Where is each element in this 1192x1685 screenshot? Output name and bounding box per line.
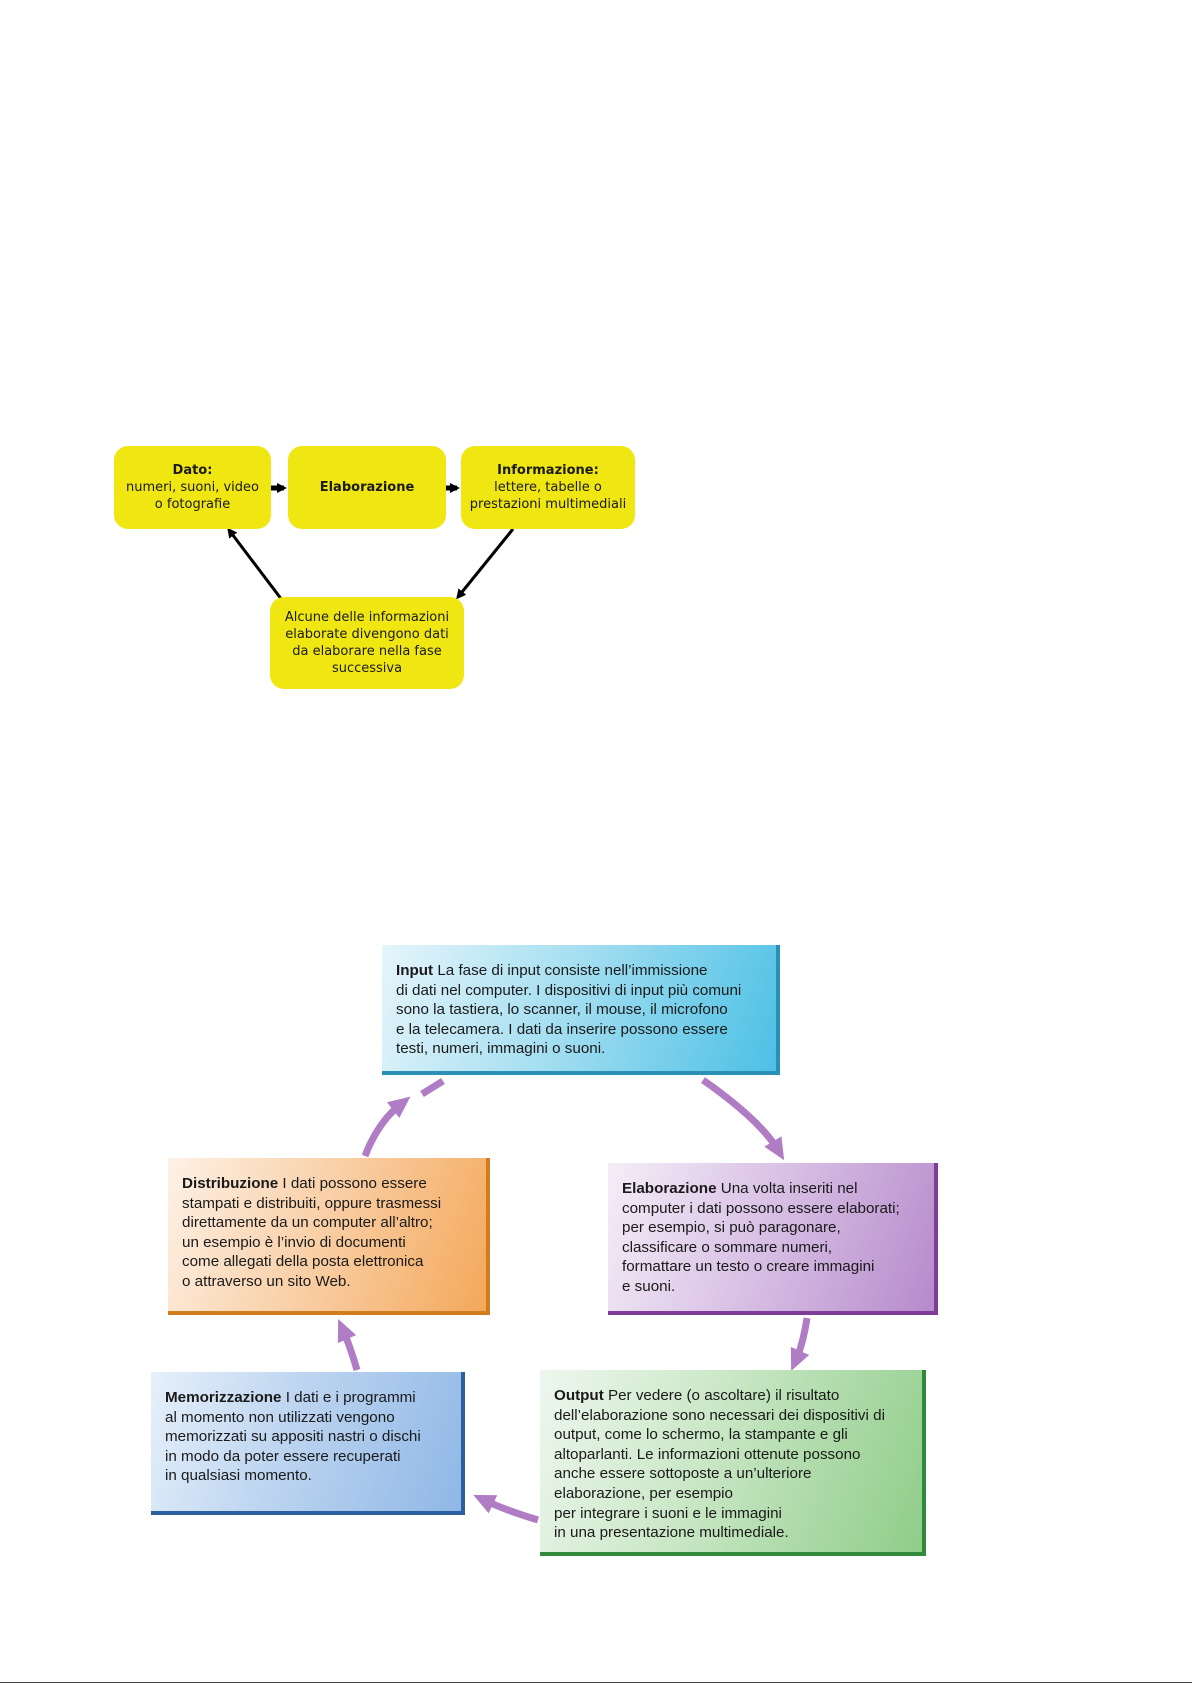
input-text: di dati nel computer. I dispositivi di i… [396,981,742,999]
arrow-memorizzazione-to-distribuzione [337,1319,361,1371]
input-title: Input [396,962,434,979]
informazione-title: Informazione: [497,463,599,478]
output-text: in una presentazione multimediale. [554,1524,789,1542]
memorizzazione-text: in qualsiasi momento. [165,1467,312,1485]
distribuzione-text: un esempio è l’invio di documenti [182,1233,406,1251]
memorizzazione-text: in modo da poter essere recuperati [165,1447,401,1465]
informazione-line: lettere, tabelle o [494,480,602,495]
loop-box: Alcune delle informazioni elaborate dive… [270,597,464,689]
output-box: Output Per vedere (o ascoltare) il risul… [540,1370,926,1556]
memorizzazione-text: I dati e i programmi [281,1389,416,1406]
output-title: Output [554,1387,604,1404]
arrow-loop-to-dato [227,527,284,601]
elaborazione-cycle-box: Elaborazione Una volta inseriti nel comp… [608,1163,938,1315]
dato-title: Dato: [172,463,213,478]
output-text: altoparlanti. Le informazioni ottenute p… [554,1445,861,1463]
distribuzione-text: stampati e distribuiti, oppure trasmessi [182,1194,442,1212]
distribuzione-text: direttamente da un computer all’altro; [182,1214,433,1232]
input-box: Input La fase di input consiste nell’imm… [382,945,780,1075]
arrow-distribuzione-to-input-dash [420,1078,445,1097]
memorizzazione-text: al momento non utilizzati vengono [165,1408,395,1426]
distribuzione-title: Distribuzione [182,1175,279,1192]
arrow-output-to-memorizzazione [473,1494,540,1524]
arrow-input-to-elaborazione [700,1077,785,1161]
output-text: per integrare i suoni e le immagini [554,1504,782,1522]
elaborazione-text: e suoni. [622,1277,676,1295]
memorizzazione-title: Memorizzazione [165,1389,282,1406]
arrow-elaborazione-to-output [790,1317,811,1371]
input-text: e la telecamera. I dati da inserire poss… [396,1020,728,1038]
input-text: testi, numeri, immagini o suoni. [396,1040,606,1058]
elaborazione-text: classificare o sommare numeri, [622,1238,833,1256]
distribuzione-text: o attraverso un sito Web. [182,1272,351,1290]
output-text: elaborazione, per esempio [554,1484,733,1502]
distribuzione-text: I dati possono essere [278,1175,427,1192]
distribuzione-box: Distribuzione I dati possono essere stam… [168,1158,490,1315]
dato-box: Dato: numeri, suoni, video o fotografie [114,446,271,529]
page-bottom-rule [0,1682,1192,1683]
output-text: anche essere sottoposte a un’ulteriore [554,1465,812,1483]
output-text: output, come lo schermo, la stampante e … [554,1426,848,1444]
arrow-distribuzione-to-input [361,1096,411,1158]
input-text: sono la tastiera, lo scanner, il mouse, … [396,1001,728,1019]
memorizzazione-text: memorizzati su appositi nastri o dischi [165,1428,421,1446]
elaborazione-text: per esempio, si può paragonare, [622,1219,841,1237]
memorizzazione-box: Memorizzazione I dati e i programmi al m… [151,1372,465,1515]
output-text: dell’elaborazione sono necessari dei dis… [554,1406,885,1424]
elaborazione-text: formattare un testo o creare immagini [622,1258,875,1276]
input-text: La fase di input consiste nell’immission… [433,962,708,979]
loop-line: successiva [331,661,403,676]
distribuzione-text: come allegati della posta elettronica [182,1253,424,1271]
loop-line: Alcune delle informazioni [284,610,450,625]
dato-line: numeri, suoni, video [126,480,259,495]
loop-line: elaborate divengono dati [285,627,449,642]
elaborazione-box: Elaborazione [288,446,446,529]
loop-line: da elaborare nella fase [292,644,442,659]
elaborazione-label: Elaborazione [319,480,415,495]
elaborazione-title: Elaborazione [622,1180,717,1197]
informazione-line: prestazioni multimediali [469,497,627,512]
dato-line: o fotografie [154,497,231,512]
arrow-informazione-to-loop [456,528,515,600]
elaborazione-text: computer i dati possono essere elaborati… [622,1199,900,1217]
informazione-box: Informazione: lettere, tabelle o prestaz… [461,446,635,529]
elaborazione-text: Una volta inseriti nel [716,1180,858,1197]
output-text: Per vedere (o ascoltare) il risultato [603,1387,840,1404]
